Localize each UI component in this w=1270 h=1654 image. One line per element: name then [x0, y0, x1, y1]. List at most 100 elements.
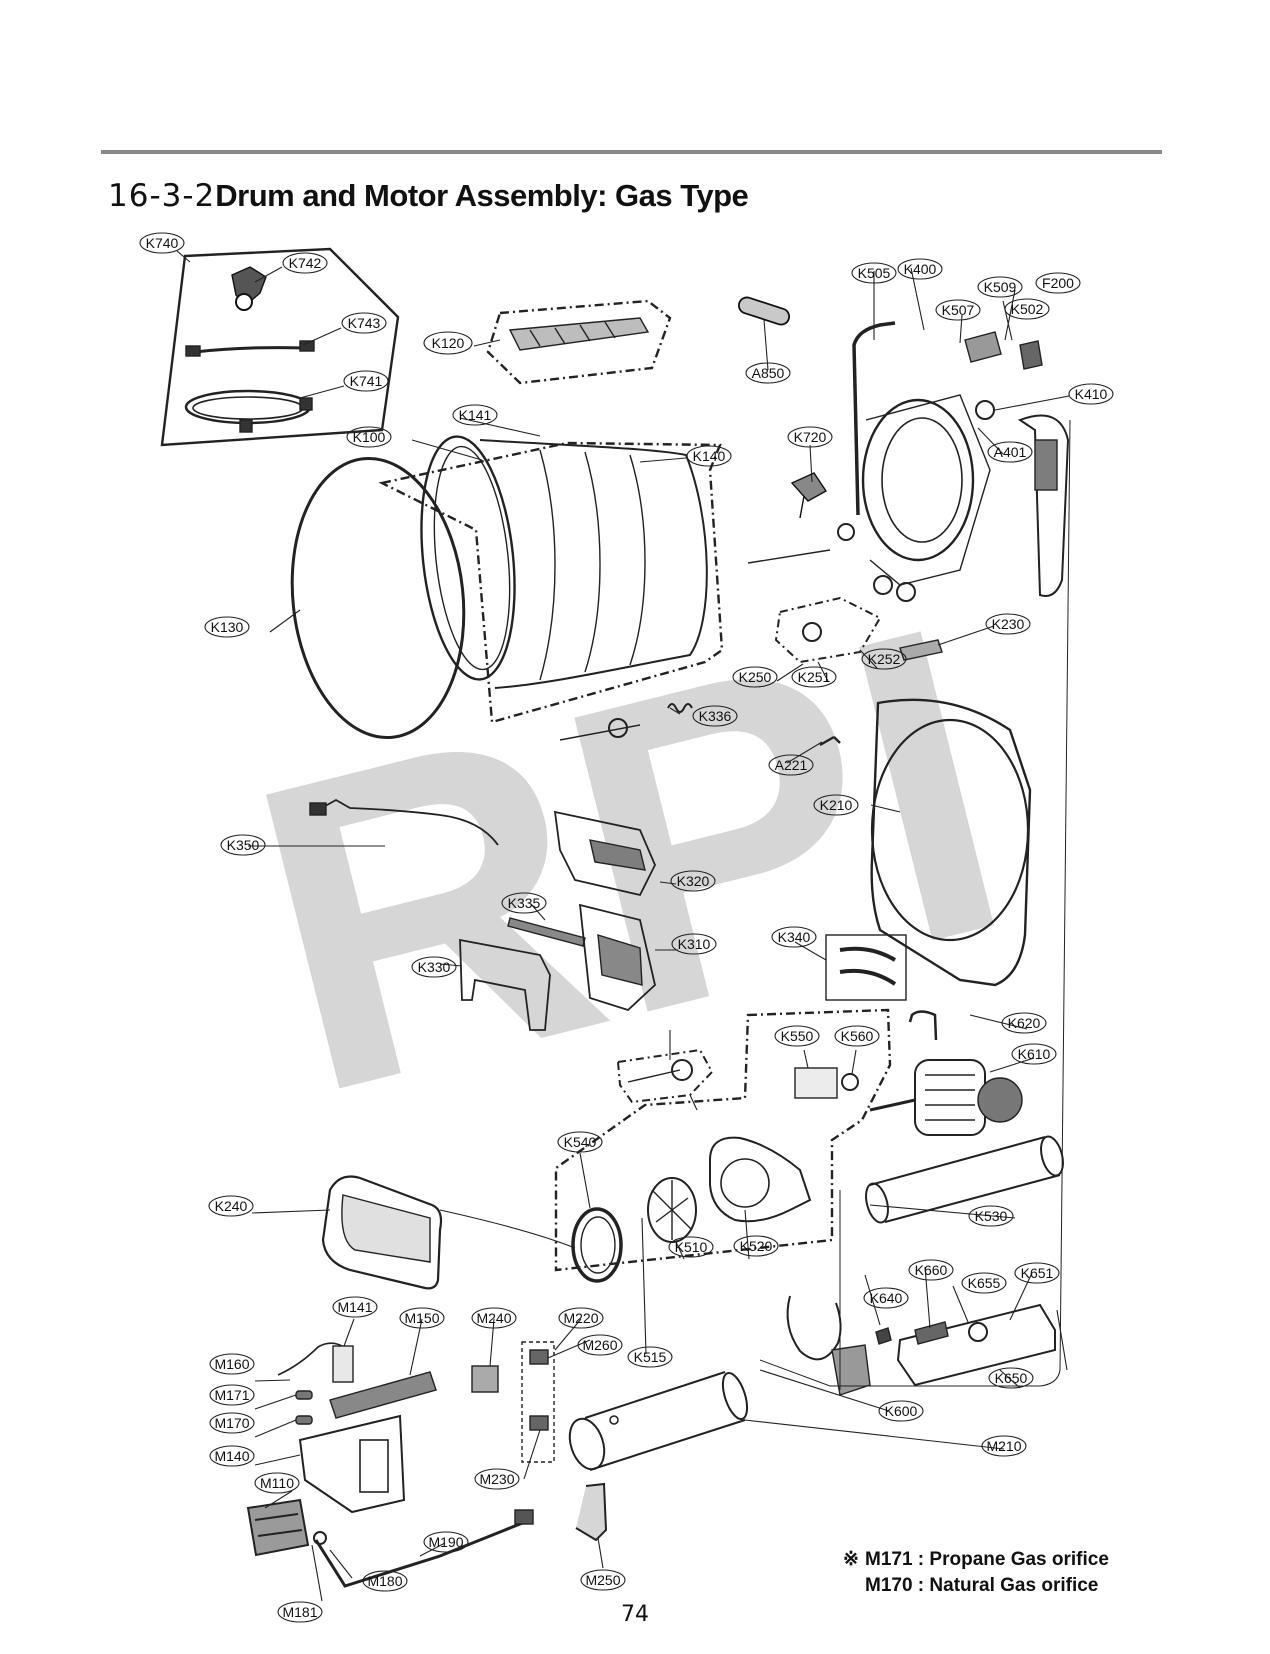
exhaust-duct-end-b [1040, 1135, 1064, 1177]
blower-housing-opening [720, 1158, 770, 1208]
roller-wheel-lower [608, 718, 628, 738]
svg-text:M250: M250 [585, 1572, 620, 1588]
section-number: 16-3-2 [108, 178, 216, 214]
svg-text:K720: K720 [794, 429, 827, 445]
section-title: 16-3-2Drum and Motor Assembly: Gas Type [108, 178, 749, 214]
callout-m210: M210 [981, 1435, 1027, 1457]
burner-bracket-part [298, 1414, 406, 1514]
drum-assembly-outline [378, 441, 724, 724]
callout-m190: M190 [423, 1531, 469, 1553]
svg-text:M141: M141 [337, 1299, 372, 1315]
burner-tube-port [609, 1415, 619, 1425]
svg-text:M140: M140 [214, 1448, 249, 1464]
flame-sensor-m260-part [529, 1349, 549, 1365]
gasket-strip-part [507, 917, 586, 947]
svg-text:K509: K509 [984, 279, 1017, 295]
svg-text:M110: M110 [260, 1475, 294, 1491]
short-hose-end-left [185, 345, 201, 357]
roller-wheel-right2 [896, 582, 916, 602]
callout-a401: A401 [987, 441, 1033, 463]
vent-tube-part [908, 1010, 938, 1041]
baffle-part [508, 317, 650, 351]
sensor-k640-part [875, 1327, 892, 1345]
motor-shaft [869, 1098, 916, 1112]
callout-k120: K120 [423, 331, 473, 355]
filter-screen [1034, 439, 1058, 491]
svg-text:M171: M171 [214, 1387, 249, 1403]
exhaust-duct-end-a [865, 1182, 889, 1224]
svg-text:K120: K120 [432, 335, 465, 351]
drum-seal-part [290, 456, 466, 740]
filter-housing-part [1017, 414, 1070, 597]
burner-assembly-part [896, 1303, 1056, 1387]
callout-k230: K230 [985, 613, 1031, 635]
sensor-group-outline [521, 1341, 555, 1463]
callout-k620: K620 [1001, 1012, 1047, 1034]
callout-m250: M250 [580, 1569, 626, 1591]
callout-m141: M141 [332, 1296, 378, 1318]
ignition-wire-part [277, 1342, 343, 1376]
callout-m260: M260 [577, 1334, 623, 1356]
boundary-line [759, 419, 1071, 1390]
callout-k502: K502 [1004, 298, 1050, 320]
roller-kit-upper-outline [774, 596, 882, 664]
callout-k560: K560 [834, 1025, 880, 1047]
callout-k655: K655 [961, 1272, 1007, 1294]
screw-a221-part [819, 735, 841, 747]
front-bulkhead-part [870, 698, 1032, 987]
wire-harness-part [317, 798, 499, 846]
idler-bracket-part [899, 639, 943, 661]
duct-cover-part [321, 1175, 443, 1290]
section-rule [101, 150, 1162, 154]
harness-connector [309, 802, 327, 816]
burner-tube-mouth [568, 1417, 606, 1471]
callout-k509: K509 [977, 276, 1023, 298]
burner-tube-end [721, 1371, 749, 1421]
svg-text:K743: K743 [348, 315, 381, 331]
callout-k141: K141 [452, 404, 498, 426]
callout-k515: K515 [627, 1346, 673, 1368]
drum-body [479, 439, 708, 689]
svg-text:K600: K600 [885, 1403, 918, 1419]
gas-valve-part [246, 1498, 310, 1557]
rear-bulkhead-part [861, 398, 975, 562]
gas-pipe-fitting [514, 1509, 534, 1525]
svg-text:K251: K251 [798, 669, 831, 685]
callout-k510: K510 [668, 1236, 714, 1258]
y-connector-port [235, 293, 253, 311]
callout-k742: K742 [282, 252, 328, 274]
callout-m180: M180 [362, 1570, 408, 1592]
callout-k400: K400 [897, 258, 943, 280]
front-duct-grille [589, 839, 646, 871]
blower-seal-ring-part [571, 1207, 623, 1283]
svg-text:K410: K410 [1075, 386, 1108, 402]
svg-text:K610: K610 [1018, 1046, 1051, 1062]
svg-text:K330: K330 [418, 959, 451, 975]
front-bulkhead-opening [870, 718, 1030, 942]
callout-m230: M230 [474, 1468, 520, 1490]
roller-shaft-upper [747, 549, 831, 564]
roller-wheel-mid [837, 523, 855, 541]
rear-bulkhead-inner [881, 417, 963, 543]
svg-text:K560: K560 [841, 1028, 874, 1044]
callout-k741: K741 [343, 370, 389, 392]
callout-k240: K240 [208, 1195, 254, 1217]
motor-end-bell [977, 1077, 1023, 1123]
burner-tube-part [584, 1371, 746, 1471]
callout-m160: M160 [209, 1353, 255, 1375]
svg-text:M240: M240 [476, 1310, 511, 1326]
callout-k505: K505 [851, 262, 897, 284]
lint-duct-grille [597, 934, 643, 986]
callout-f200: F200 [1035, 272, 1081, 294]
callout-a221: A221 [768, 754, 814, 776]
svg-text:A850: A850 [752, 365, 785, 381]
fitting-m180-part [313, 1531, 327, 1545]
front-duct-part [553, 810, 656, 897]
svg-text:K550: K550 [781, 1028, 814, 1044]
baffle-kit-outline [486, 299, 672, 385]
callout-k130: K130 [204, 616, 250, 638]
rear-bulkhead-frame [865, 394, 991, 586]
lint-duct-part [578, 903, 656, 1012]
callout-k330: K330 [411, 956, 457, 978]
svg-text:K310: K310 [678, 936, 711, 952]
